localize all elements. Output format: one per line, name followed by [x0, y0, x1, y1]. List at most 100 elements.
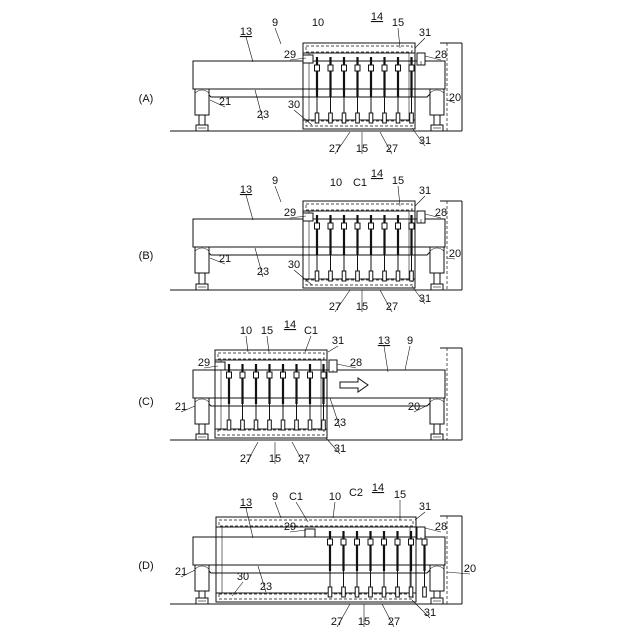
- jack-cylinder: [195, 398, 209, 424]
- support-jack: [195, 247, 209, 290]
- rod-head: [341, 539, 346, 545]
- leader-line: [333, 502, 335, 518]
- rod-head: [368, 539, 373, 545]
- reference-numeral: 10: [312, 17, 324, 29]
- rod-clamp: [227, 420, 231, 430]
- rod-head: [240, 372, 245, 378]
- reference-numeral: 31: [419, 501, 431, 513]
- rod-clamp: [355, 587, 359, 597]
- reference-numeral: 31: [419, 185, 431, 197]
- rod-clamp: [328, 587, 332, 597]
- reference-numeral: 27: [386, 301, 398, 313]
- rod-head: [281, 372, 286, 378]
- support-jack: [430, 398, 444, 440]
- rod-clamp: [322, 420, 326, 430]
- reference-numeral: 10: [330, 177, 342, 189]
- rod-head: [267, 372, 272, 378]
- support-jack: [430, 565, 444, 604]
- rod-clamp: [342, 271, 346, 281]
- jack-cylinder: [430, 89, 444, 115]
- reference-numeral: 27: [298, 453, 310, 465]
- rod-head: [369, 223, 374, 229]
- rod-head: [396, 65, 401, 71]
- leader-line: [246, 37, 253, 62]
- leader-line: [275, 502, 281, 518]
- rod-clamp: [315, 271, 319, 281]
- reference-numeral: 10: [329, 491, 341, 503]
- rod-head: [369, 65, 374, 71]
- reference-numeral: C2: [349, 487, 363, 499]
- rod-head: [355, 539, 360, 545]
- panel-C: (C)101514C131292813921232027152731: [138, 319, 462, 465]
- reference-numeral: 21: [219, 96, 231, 108]
- rod-clamp: [295, 420, 299, 430]
- leader-line: [275, 28, 281, 44]
- reference-numeral: C1: [304, 325, 318, 337]
- panel-label: (A): [139, 93, 154, 105]
- reference-numeral: 20: [408, 401, 420, 413]
- panel-B: (B)13910C114153129282123302027152731: [139, 168, 462, 313]
- rod-head: [342, 223, 347, 229]
- support-jack: [430, 89, 444, 131]
- rod-clamp: [356, 113, 360, 123]
- reference-numeral: C1: [289, 491, 303, 503]
- unit-top-plate: [306, 204, 412, 210]
- leader-line: [246, 508, 253, 538]
- panel-D: (D)139C110C214153129282130232027152731: [138, 482, 476, 628]
- reference-numeral: 14: [284, 319, 296, 331]
- reference-numeral: 21: [175, 566, 187, 578]
- rod-head: [355, 223, 360, 229]
- unit-top-plate: [219, 520, 413, 526]
- reference-numeral: 30: [237, 571, 249, 583]
- reference-numeral: 27: [331, 616, 343, 628]
- rod-head: [382, 539, 387, 545]
- reference-numeral: 31: [419, 27, 431, 39]
- reference-numeral: 27: [388, 616, 400, 628]
- reference-numeral: 9: [272, 491, 278, 503]
- rod-clamp: [383, 271, 387, 281]
- beam-body: [193, 537, 445, 565]
- support-jack: [195, 89, 209, 131]
- rod-head: [328, 65, 333, 71]
- bracket-29: [303, 55, 313, 63]
- reference-numeral: 27: [329, 301, 341, 313]
- rod-clamp: [369, 271, 373, 281]
- support-jack: [195, 398, 209, 440]
- reference-numeral: 15: [261, 325, 273, 337]
- reference-numeral: 13: [378, 335, 390, 347]
- unit-bottom-plate: [218, 430, 324, 435]
- reference-numeral: 14: [372, 482, 384, 494]
- reference-numeral: 14: [371, 168, 383, 180]
- panel-label: (C): [138, 396, 153, 408]
- rod-clamp: [409, 587, 413, 597]
- rod-head: [254, 372, 259, 378]
- rod-clamp: [396, 113, 400, 123]
- rod-clamp: [382, 587, 386, 597]
- jack-cylinder: [430, 565, 444, 591]
- reference-numeral: 21: [175, 401, 187, 413]
- reference-numeral: 13: [240, 184, 252, 196]
- rod-head: [396, 223, 401, 229]
- leader-line: [398, 186, 400, 206]
- jack-cylinder: [195, 89, 209, 115]
- reference-numeral: 31: [419, 135, 431, 147]
- rod-clamp: [396, 271, 400, 281]
- reference-numeral: 13: [240, 497, 252, 509]
- leader-line: [405, 346, 410, 370]
- reference-numeral: 27: [386, 143, 398, 155]
- reference-numeral: 9: [407, 335, 413, 347]
- reference-numeral: 27: [329, 143, 341, 155]
- rod-head: [409, 223, 414, 229]
- beam-lower-flange: [203, 89, 435, 97]
- rod-clamp: [383, 113, 387, 123]
- leader-line: [398, 28, 400, 48]
- support-jack: [430, 247, 444, 290]
- reference-numeral: 30: [288, 259, 300, 271]
- beam-lower-flange: [203, 247, 435, 255]
- leader-line: [384, 346, 388, 372]
- panel-label: (D): [138, 560, 153, 572]
- rod-head: [409, 539, 414, 545]
- reference-numeral: 31: [419, 293, 431, 305]
- jack-cylinder: [430, 247, 444, 273]
